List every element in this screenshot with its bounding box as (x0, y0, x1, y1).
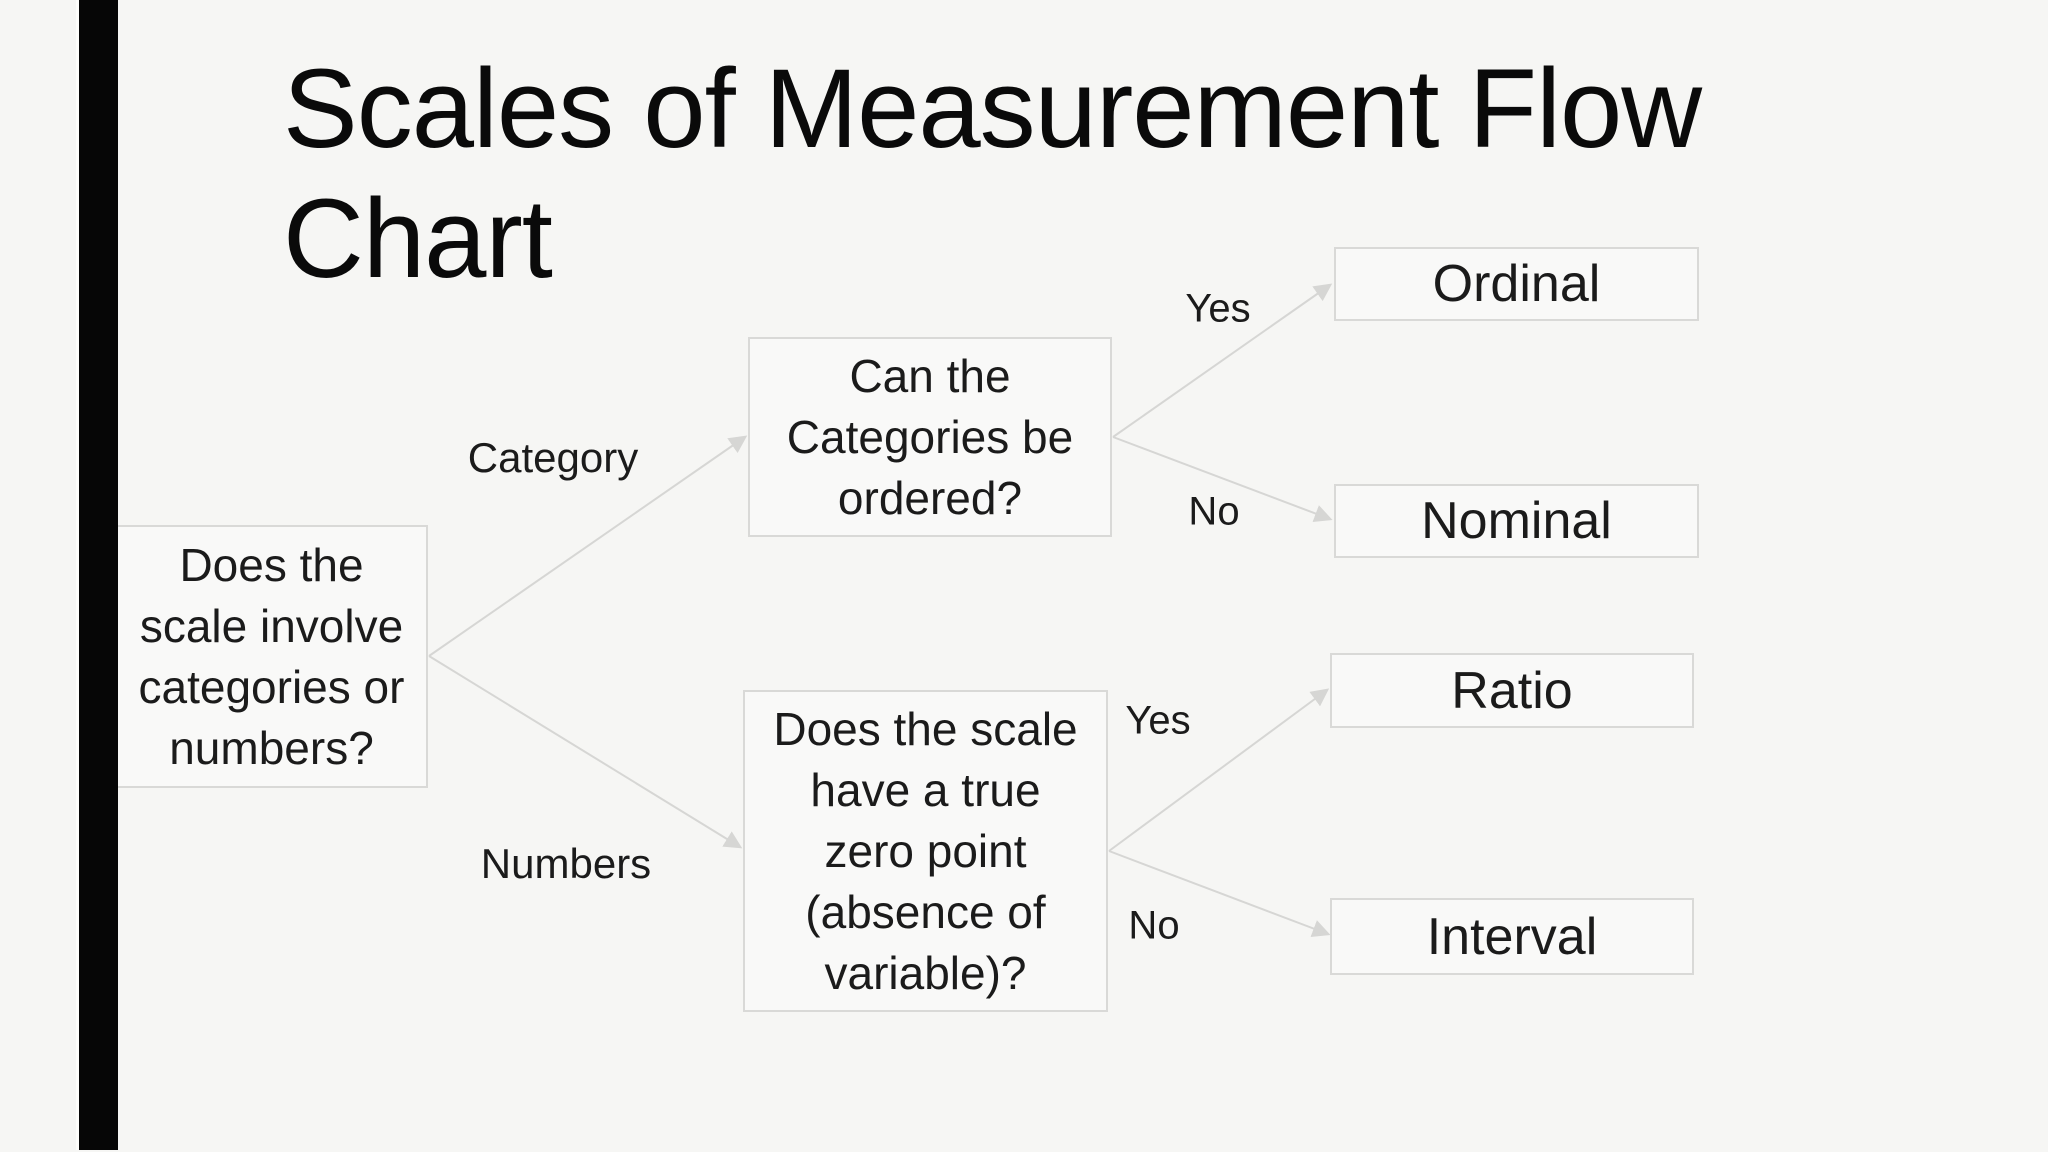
node-text-line: zero point (824, 824, 1027, 877)
result-node-label: Ratio (1451, 661, 1573, 720)
arrow-no-to-nominal (1112, 436, 1333, 523)
result-node-label: Ordinal (1432, 255, 1601, 313)
node-text-line: have a true (810, 763, 1041, 816)
edge-label-no-top: No (1188, 489, 1240, 534)
node-text-line: ordered? (837, 471, 1023, 524)
node-text-line: scale involve (139, 599, 404, 652)
node-text-line: Categories be (786, 410, 1074, 463)
page-title-line-2: Chart (283, 176, 553, 301)
arrow-root-to-numbers (428, 655, 743, 849)
result-node-label: Interval (1426, 907, 1598, 966)
page-title-line-1: Scales of Measurement Flow (283, 46, 1702, 171)
arrow-root-to-categories (428, 435, 748, 657)
arrow-yes-to-ordinal (1112, 283, 1333, 438)
result-node-interval: Interval (1330, 898, 1694, 975)
arrow-yes-to-ratio (1108, 688, 1330, 852)
node-text-line: categories or (138, 660, 405, 713)
node-text-line: variable)? (824, 946, 1027, 999)
node-text-line: (absence of (805, 885, 1046, 938)
edge-label-numbers: Numbers (480, 840, 652, 887)
node-text-line: Does the (179, 538, 364, 591)
node-text-line: Does the scale (773, 702, 1078, 755)
result-node-nominal: Nominal (1334, 484, 1699, 558)
accent-bar (79, 0, 118, 1150)
edge-label-yes-bottom: Yes (1125, 698, 1191, 743)
edge-label-no-bottom: No (1128, 903, 1180, 948)
decision-node-categories-ordered: Can the Categories be ordered? (748, 337, 1112, 537)
arrow-no-to-interval (1108, 850, 1331, 937)
result-node-ordinal: Ordinal (1334, 247, 1699, 321)
edge-label-yes-top: Yes (1185, 286, 1251, 331)
decision-node-true-zero: Does the scale have a true zero point (a… (743, 690, 1108, 1012)
node-text-line: Can the (849, 349, 1011, 402)
result-node-label: Nominal (1421, 492, 1612, 550)
edge-label-category: Category (467, 434, 639, 481)
result-node-ratio: Ratio (1330, 653, 1694, 728)
accent-bar-highlight (76, 0, 79, 1150)
decision-node-root: Does the scale involve categories or num… (115, 525, 428, 788)
node-text-line: numbers? (169, 721, 374, 774)
